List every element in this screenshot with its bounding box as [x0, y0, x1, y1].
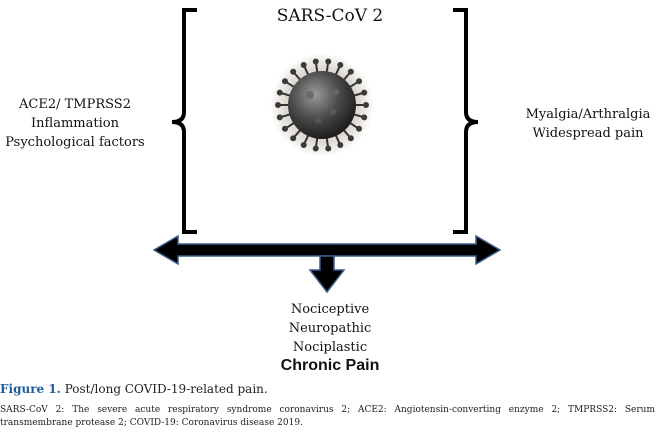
virus-spike-tip: [347, 68, 354, 75]
virus-spike-tip: [356, 78, 363, 85]
pain-types: Nociceptive Neuropathic Nociplastic: [230, 300, 430, 357]
virus-spike-tip: [337, 142, 344, 149]
virus-spike-tip: [325, 58, 332, 65]
virus-spike-tip: [363, 102, 369, 108]
right-factor: Myalgia/Arthralgia: [525, 107, 651, 122]
virus-spike-tip: [347, 135, 354, 142]
virus-spike-tip: [276, 114, 283, 121]
virus-spike-tip: [337, 61, 344, 68]
left-bracket: [171, 8, 197, 234]
virus-spike-tip: [300, 61, 307, 68]
virus-spike-tip: [356, 125, 363, 132]
figure-caption: Figure 1. Post/long COVID-19-related pai…: [0, 382, 659, 396]
virus-title: SARS-CoV 2: [276, 6, 384, 26]
virus-spike-tip: [312, 145, 319, 152]
figure-label: Figure 1.: [0, 382, 61, 396]
figure-footnote: SARS-CoV 2: The severe acute respiratory…: [0, 405, 655, 428]
virus-spike-tip: [275, 102, 281, 108]
virus-spike-tip: [290, 135, 297, 142]
virus-spike-tip: [276, 89, 283, 96]
left-factor: Psychological factors: [5, 135, 145, 150]
double-headed-arrow: [152, 234, 502, 266]
down-arrow: [308, 255, 346, 294]
outcome-title: Chronic Pain: [280, 357, 380, 374]
pain-type: Nociceptive: [290, 302, 370, 317]
right-factor: Widespread pain: [532, 126, 644, 141]
virus-spike-tip: [361, 89, 368, 96]
virus-icon: [270, 53, 374, 157]
virus-spike-tip: [361, 114, 368, 121]
virus-spike-tip: [281, 125, 288, 132]
virus-spike-tip: [300, 142, 307, 149]
pain-type: Neuropathic: [288, 321, 372, 336]
virus-spike-tip: [325, 145, 332, 152]
left-factors: ACE2/ TMPRSS2 Inflammation Psychological…: [0, 95, 150, 152]
left-factor: ACE2/ TMPRSS2: [19, 97, 131, 112]
virus-spike-tip: [290, 68, 297, 75]
virus-spike-tip: [281, 78, 288, 85]
pain-type: Nociplastic: [292, 340, 368, 355]
right-bracket: [453, 8, 479, 234]
right-factors: Myalgia/Arthralgia Widespread pain: [522, 105, 654, 143]
figure-caption-text: Post/long COVID-19-related pain.: [64, 382, 268, 396]
diagram-canvas: [152, 8, 502, 294]
left-factor: Inflammation: [31, 116, 119, 131]
virus-spike-tip: [312, 58, 319, 65]
